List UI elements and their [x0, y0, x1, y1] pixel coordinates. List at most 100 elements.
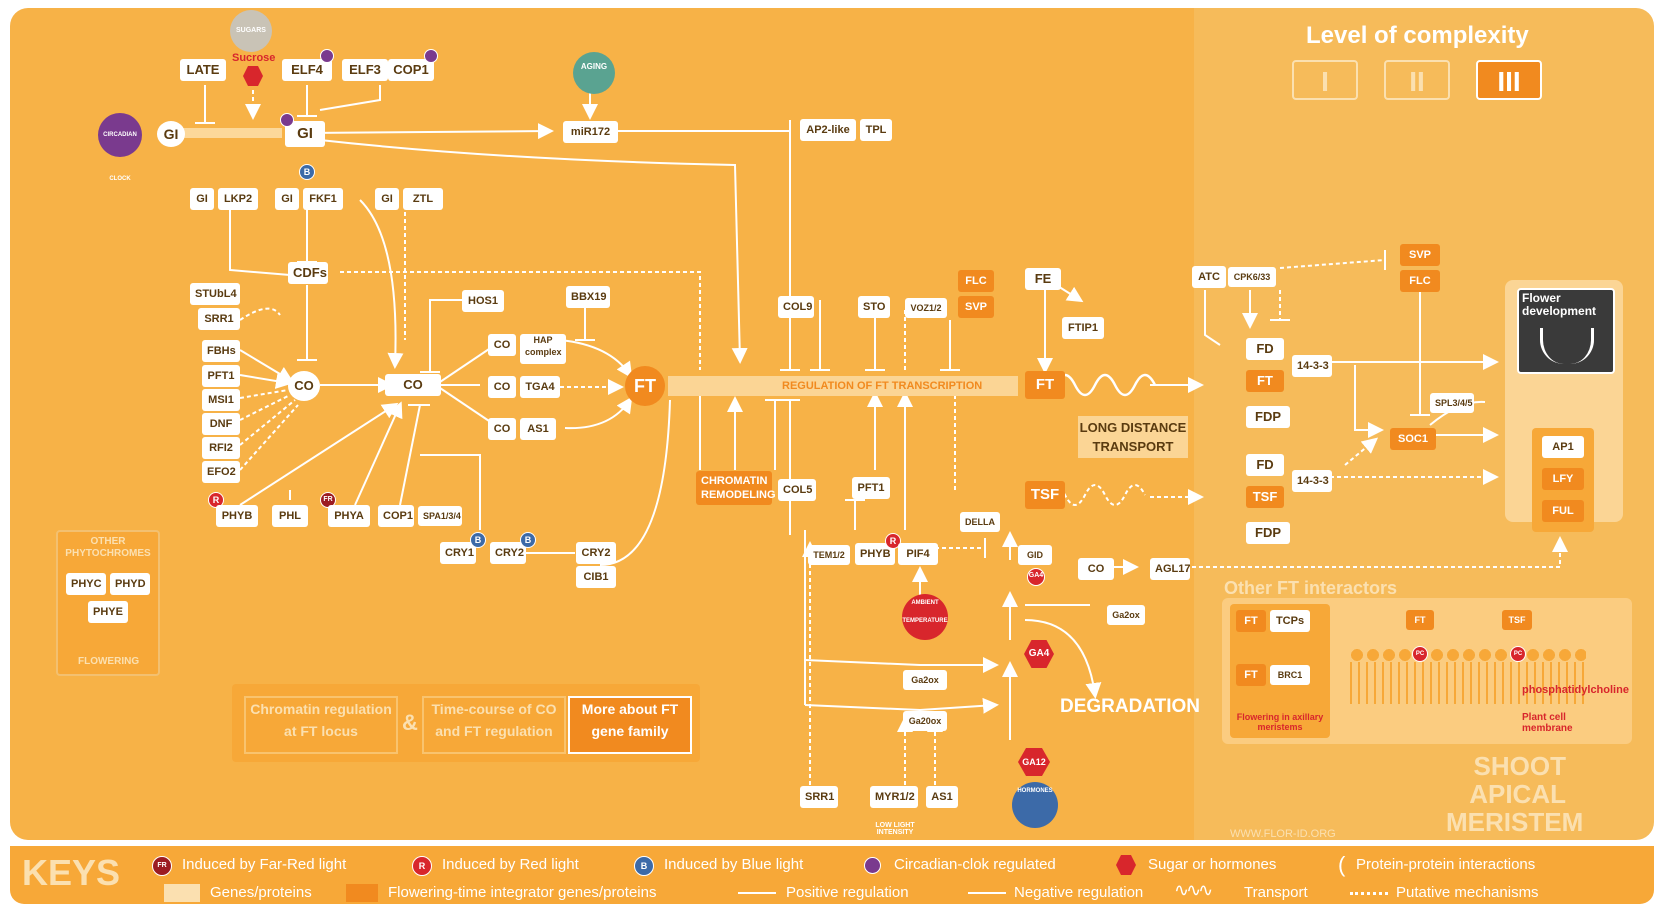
node-ga2ox-right[interactable]: Ga2ox: [1107, 605, 1145, 625]
node-cop1-bottom[interactable]: COP1: [378, 505, 414, 527]
node-ft-brc1[interactable]: FT: [1236, 664, 1266, 686]
node-elf4[interactable]: ELF4: [282, 59, 332, 81]
node-tsf-box[interactable]: TSF: [1025, 481, 1065, 509]
node-phyd[interactable]: PHYD: [110, 573, 150, 595]
chromatin-regulation-link[interactable]: Chromatin regulation at FT locus: [244, 696, 398, 754]
node-phyb-mid[interactable]: PHYB: [855, 543, 895, 565]
node-fbhs[interactable]: FBHs: [202, 340, 240, 362]
node-gi-main[interactable]: GI: [285, 121, 325, 147]
node-spl345[interactable]: SPL3/4/5: [1430, 393, 1474, 413]
node-ful[interactable]: FUL: [1542, 500, 1584, 522]
node-tpl[interactable]: TPL: [860, 119, 892, 141]
node-fkf1[interactable]: FKF1: [303, 188, 343, 210]
level-1-button[interactable]: I: [1292, 60, 1358, 100]
node-agl17[interactable]: AGL17: [1150, 558, 1190, 580]
node-cry2[interactable]: CRY2: [490, 542, 526, 564]
node-spa134[interactable]: SPA1/3/4: [418, 506, 462, 526]
node-co-circle[interactable]: CO: [288, 371, 320, 401]
node-ft-membrane[interactable]: FT: [1406, 610, 1434, 630]
node-fd-bottom[interactable]: FD: [1246, 454, 1284, 476]
node-ft-tcps[interactable]: FT: [1236, 610, 1266, 632]
node-tga4[interactable]: TGA4: [520, 376, 560, 398]
node-ft-top[interactable]: FT: [1246, 370, 1284, 392]
node-rfi2[interactable]: RFI2: [202, 437, 240, 459]
node-elf3[interactable]: ELF3: [342, 59, 388, 81]
node-phyc[interactable]: PHYC: [66, 573, 106, 595]
node-co-hap[interactable]: CO: [488, 334, 516, 356]
node-co-main[interactable]: CO: [385, 374, 441, 396]
node-ga2ox[interactable]: Ga2ox: [903, 670, 947, 690]
node-svp-mid[interactable]: SVP: [958, 296, 994, 318]
node-tem12[interactable]: TEM1/2: [808, 545, 850, 565]
node-brc1[interactable]: BRC1: [1270, 665, 1310, 685]
node-stubl4[interactable]: STUbL4: [190, 283, 240, 305]
site-url[interactable]: WWW.FLOR-ID.ORG: [1230, 828, 1336, 840]
more-about-ft-link[interactable]: More about FT gene family: [568, 696, 692, 754]
node-ft-circle[interactable]: FT: [625, 366, 665, 406]
node-col5[interactable]: COL5: [778, 479, 816, 501]
node-cry2-cib[interactable]: CRY2: [576, 542, 616, 564]
node-tcps[interactable]: TCPs: [1270, 610, 1310, 632]
node-cop1-top[interactable]: COP1: [388, 59, 434, 81]
node-phl[interactable]: PHL: [272, 505, 308, 527]
node-atc[interactable]: ATC: [1192, 266, 1226, 288]
node-phyb-left[interactable]: PHYB: [216, 505, 258, 527]
node-cry1[interactable]: CRY1: [440, 542, 476, 564]
node-della[interactable]: DELLA: [960, 512, 1000, 532]
node-cib1[interactable]: CIB1: [576, 566, 616, 588]
node-chromatin-remodeling[interactable]: CHROMATIN REMODELING: [696, 471, 776, 505]
node-pft1-left[interactable]: PFT1: [202, 365, 240, 387]
node-cpk633[interactable]: CPK6/33: [1228, 267, 1276, 287]
node-lfy[interactable]: LFY: [1542, 468, 1584, 490]
node-sto[interactable]: STO: [858, 296, 890, 318]
node-tsf-bottom[interactable]: TSF: [1246, 486, 1284, 508]
node-flc-mid[interactable]: FLC: [958, 270, 994, 292]
node-soc1[interactable]: SOC1: [1390, 428, 1436, 450]
node-cdfs[interactable]: CDFs: [288, 262, 328, 284]
node-ftip1[interactable]: FTIP1: [1062, 317, 1104, 339]
node-fdp-top[interactable]: FDP: [1246, 406, 1290, 428]
node-flc-right[interactable]: FLC: [1400, 270, 1440, 292]
node-fe[interactable]: FE: [1025, 268, 1061, 290]
level-2-button[interactable]: II: [1384, 60, 1450, 100]
node-gi-lkp2[interactable]: GI: [190, 188, 214, 210]
node-efo2[interactable]: EFO2: [202, 461, 240, 483]
node-hap-complex[interactable]: HAP complex: [520, 334, 566, 364]
node-late[interactable]: LATE: [180, 59, 226, 81]
node-co-tga4[interactable]: CO: [488, 376, 516, 398]
node-tsf-membrane[interactable]: TSF: [1502, 610, 1532, 630]
level-3-button[interactable]: III: [1476, 60, 1542, 100]
node-hos1[interactable]: HOS1: [462, 290, 504, 312]
node-gi-ztl[interactable]: GI: [375, 188, 399, 210]
node-as1-bottom[interactable]: AS1: [926, 786, 958, 808]
node-lkp2[interactable]: LKP2: [218, 188, 258, 210]
node-myr12[interactable]: MYR1/2: [870, 786, 918, 808]
node-ga20ox[interactable]: Ga20ox: [903, 711, 947, 731]
node-gi-fkf1[interactable]: GI: [275, 188, 299, 210]
node-ap1[interactable]: AP1: [1542, 436, 1584, 458]
node-as1-mid[interactable]: AS1: [520, 418, 556, 440]
time-course-link[interactable]: Time-course of CO and FT regulation: [422, 696, 566, 754]
node-ft-box[interactable]: FT: [1025, 371, 1065, 399]
node-msi1[interactable]: MSI1: [202, 389, 240, 411]
node-1433-top[interactable]: 14-3-3: [1292, 355, 1332, 377]
node-gi-left[interactable]: GI: [157, 121, 185, 147]
node-fdp-bottom[interactable]: FDP: [1246, 522, 1290, 544]
node-phye[interactable]: PHYE: [88, 601, 128, 623]
node-1433-bottom[interactable]: 14-3-3: [1292, 470, 1332, 492]
node-voz12[interactable]: VOZ1/2: [905, 298, 947, 318]
node-ap2like[interactable]: AP2-like: [800, 119, 856, 141]
node-phya[interactable]: PHYA: [328, 505, 370, 527]
node-bbx19[interactable]: BBX19: [566, 286, 610, 308]
node-co-as1[interactable]: CO: [488, 418, 516, 440]
node-dnf[interactable]: DNF: [202, 413, 240, 435]
node-fd-top[interactable]: FD: [1246, 338, 1284, 360]
node-mir172[interactable]: miR172: [563, 121, 618, 143]
node-col9[interactable]: COL9: [778, 296, 814, 318]
node-srr1-left[interactable]: SRR1: [198, 308, 240, 330]
node-svp-right[interactable]: SVP: [1400, 244, 1440, 266]
node-ztl[interactable]: ZTL: [403, 188, 443, 210]
node-pif4[interactable]: PIF4: [898, 543, 938, 565]
node-pft1-mid[interactable]: PFT1: [852, 477, 890, 499]
node-srr1-bottom[interactable]: SRR1: [800, 786, 838, 808]
